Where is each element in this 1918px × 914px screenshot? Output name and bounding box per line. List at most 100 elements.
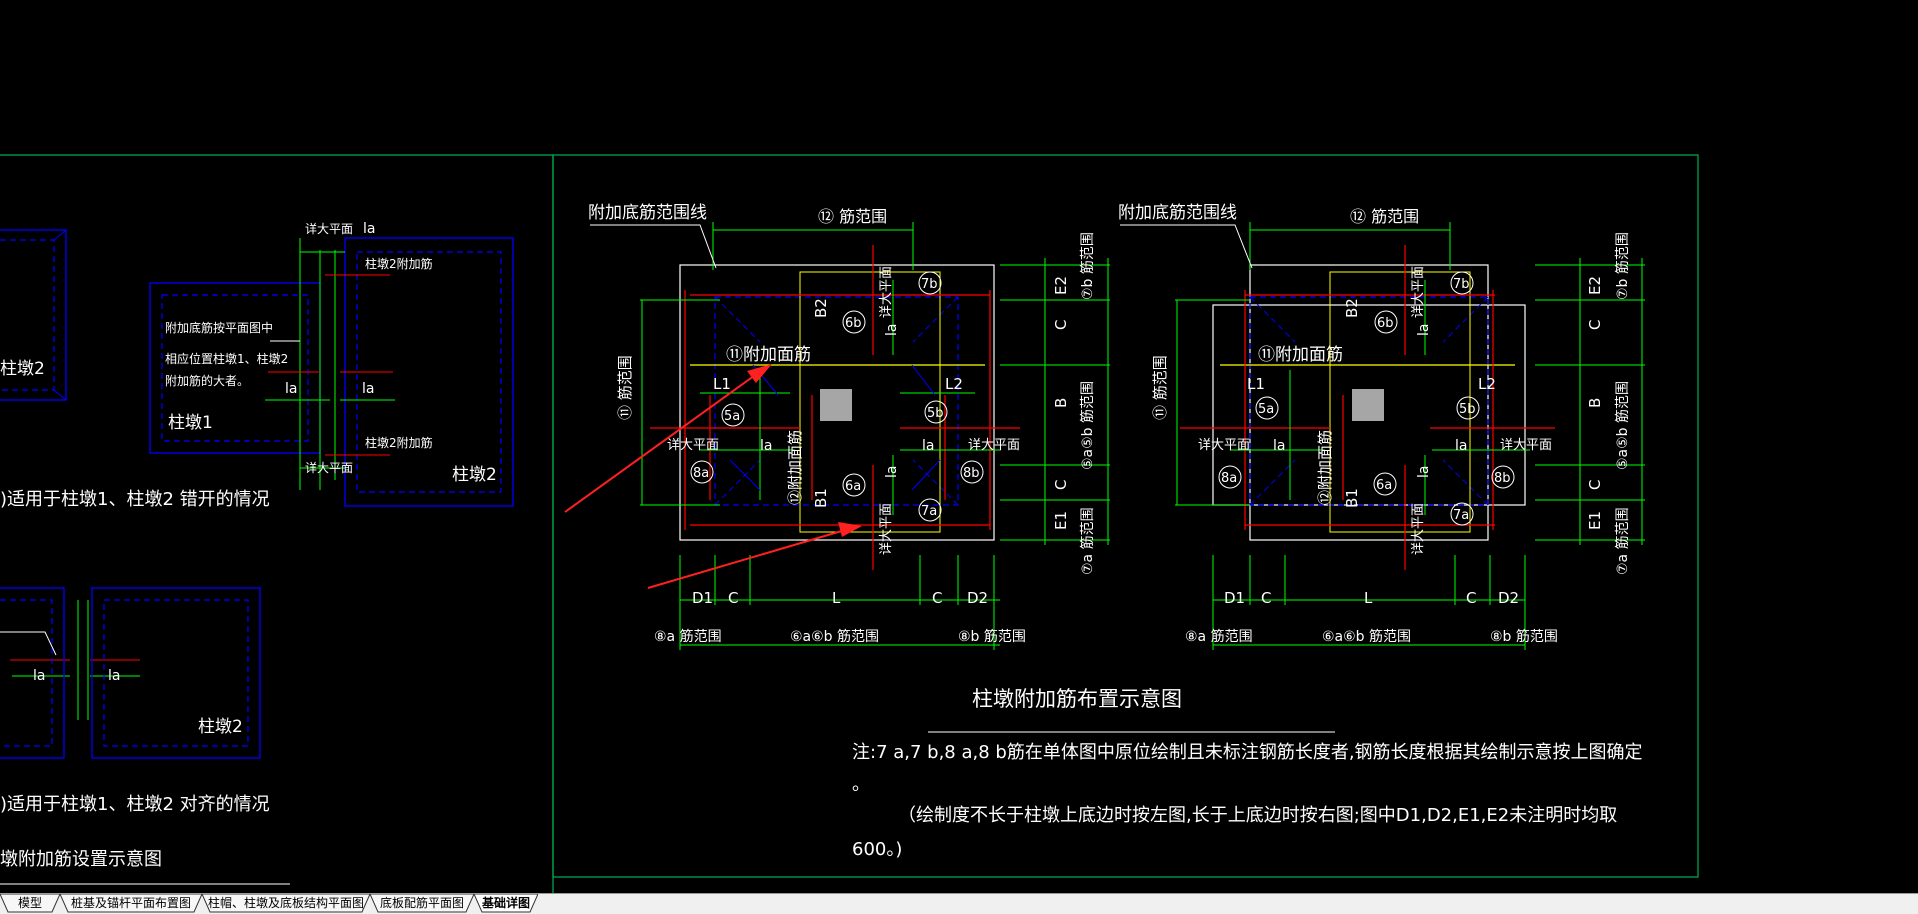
dim-L: L <box>832 589 841 607</box>
label-7b-range: ⑦b 筋范围 <box>1079 232 1096 300</box>
tab-cap-pier-slab-plan[interactable]: 柱帽、柱墩及底板结构平面图 <box>202 894 370 913</box>
pier-corner <box>53 229 67 241</box>
label-detail-plane: 详大平面 <box>1411 266 1426 318</box>
label-5a5b-range: ⑤a⑤b 筋范围 <box>1079 381 1096 470</box>
dim-la: la <box>884 466 900 478</box>
bubble-5a: 5a <box>1258 402 1274 417</box>
tab-slab-reinforcement-plan[interactable]: 底板配筋平面图 <box>370 894 474 913</box>
note-line-3: 附加筋的大者。 <box>165 373 249 388</box>
label-extra-face-bar-12: ⑫附加面筋 <box>786 430 804 505</box>
pier2-inner <box>356 251 502 493</box>
dim-D2: D2 <box>967 589 988 607</box>
note-line-2: （绘制度不长于柱墩上底边时按左图,长于上底边时按右图;图中D1,D2,E1,E2… <box>898 805 1617 826</box>
dim-B2: B2 <box>812 298 830 318</box>
pier-corner <box>53 389 67 401</box>
bubble-6a: 6a <box>845 479 861 494</box>
label-6a6b-range: ⑥a⑥b 筋范围 <box>790 628 879 645</box>
note-line-1: 注:7 a,7 b,8 a,8 b筋在单体图中原位绘制且未标注钢筋长度者,钢筋长… <box>852 742 1643 763</box>
tab-label: 底板配筋平面图 <box>379 896 464 910</box>
dim-C: C <box>932 589 942 607</box>
tab-shape <box>202 894 370 913</box>
dim-L1: L1 <box>1247 375 1265 393</box>
caption-a: )适用于柱墩1、柱墩2 错开的情况 <box>0 489 270 510</box>
pier-slope-line <box>1249 459 1296 506</box>
tab-pile-anchor-layout[interactable]: 桩基及锚杆平面布置图 <box>60 894 202 913</box>
dim-L: L <box>1364 589 1373 607</box>
tab-shape <box>0 894 60 913</box>
caption-c: 墩附加筋设置示意图 <box>0 849 162 870</box>
tab-shape <box>370 894 474 913</box>
cad-drawing[interactable]: 柱墩2 柱墩1 柱墩2 <box>0 0 1918 893</box>
dim-la: la <box>108 668 120 684</box>
label-pier2: 柱墩2 <box>452 465 497 485</box>
label-pier2-extra-bar: 柱墩2附加筋 <box>365 256 433 271</box>
caption-b: )适用于柱墩1、柱墩2 对齐的情况 <box>0 794 270 815</box>
blue-leader <box>729 459 761 491</box>
label-pier2-partial: 柱墩2 <box>0 359 45 379</box>
dim-D1: D1 <box>692 589 713 607</box>
dim-E2: E2 <box>1052 276 1070 295</box>
label-detail-plane: 详大平面 <box>1198 438 1250 453</box>
red-annotation-arrows <box>564 364 862 589</box>
label-8a-range: ⑧a 筋范围 <box>1185 628 1253 645</box>
label-detail-plane: 详大平面 <box>305 221 353 236</box>
dim-la: la <box>363 221 375 237</box>
bubble-6b: 6b <box>845 316 862 331</box>
dim-la: la <box>33 668 45 684</box>
label-detail-plane: 详大平面 <box>1500 438 1552 453</box>
bubble-7b: 7b <box>1453 277 1470 292</box>
note-line-3: 600。) <box>852 839 902 860</box>
dim-B: B <box>1052 398 1070 408</box>
pier-inner-partial <box>0 599 53 747</box>
label-detail-plane: 详大平面 <box>879 503 894 555</box>
label-pier2-extra-bar: 柱墩2附加筋 <box>365 435 433 450</box>
pier-slope-line <box>912 459 959 506</box>
label-8a-range: ⑧a 筋范围 <box>654 628 722 645</box>
label-range-12: ⑫ 筋范围 <box>1350 207 1419 226</box>
label-extra-face-bar-11: ⑪附加面筋 <box>726 345 811 365</box>
column-square <box>1352 389 1384 421</box>
label-8b-range: ⑧b 筋范围 <box>958 628 1026 645</box>
dim-C: C <box>1466 589 1476 607</box>
label-extra-bottom-bar-line: 附加底筋范围线 <box>588 203 707 223</box>
dim-la: la <box>285 381 297 397</box>
leader-line <box>590 224 717 269</box>
bubble-8a: 8a <box>693 466 709 481</box>
dim-la: la <box>1273 438 1285 454</box>
label-pier1: 柱墩1 <box>168 413 213 433</box>
label-detail-plane: 详大平面 <box>667 438 719 453</box>
left-red-bars <box>10 274 393 661</box>
dim-la: la <box>1416 466 1432 478</box>
note-line-1-end: 。 <box>852 774 870 795</box>
dim-B2: B2 <box>1343 298 1361 318</box>
tab-label: 柱帽、柱墩及底板结构平面图 <box>207 896 364 910</box>
dim-D1: D1 <box>1224 589 1245 607</box>
bubble-5a: 5a <box>724 409 740 424</box>
label-detail-plane: 详大平面 <box>968 438 1020 453</box>
dim-la: la <box>362 381 374 397</box>
left-panel: 柱墩2 柱墩1 柱墩2 <box>0 154 554 893</box>
dim-C: C <box>728 589 738 607</box>
dim-E1: E1 <box>1052 511 1070 530</box>
dim-la: la <box>1455 438 1467 454</box>
dim-C: C <box>1261 589 1271 607</box>
tab-label: 模型 <box>17 896 42 910</box>
label-pier2: 柱墩2 <box>198 717 243 737</box>
pier-slope-line <box>912 296 959 343</box>
tab-shape <box>60 894 202 913</box>
layout-tab-bar: 模型 桩基及锚杆平面布置图 柱帽、柱墩及底板结构平面图 底板配筋平面图 基础详图 <box>0 893 1918 914</box>
bubble-7a: 7a <box>1453 508 1469 523</box>
note-line-1: 附加底筋按平面图中 <box>165 320 273 335</box>
dim-E2: E2 <box>1586 276 1604 295</box>
tab-foundation-details[interactable]: 基础详图 <box>474 894 538 913</box>
yellow-bar-range <box>1329 271 1471 533</box>
label-detail-plane: 详大平面 <box>879 266 894 318</box>
tab-model[interactable]: 模型 <box>0 894 60 913</box>
cad-drawing-canvas[interactable]: 柱墩2 柱墩1 柱墩2 <box>0 0 1918 893</box>
bubble-8b: 8b <box>1494 471 1511 486</box>
detail-a: 附加底筋范围线 ⑫ 筋范围 ⑪ 筋范围 ⑪附加面筋 ⑫附加面筋 L1 L2 B2… <box>588 203 1110 650</box>
pier-inner-partial <box>0 239 55 391</box>
pier-slope-line <box>1442 459 1489 506</box>
label-extra-face-bar-11: ⑪附加面筋 <box>1258 345 1343 365</box>
dim-la: la <box>1416 324 1432 336</box>
